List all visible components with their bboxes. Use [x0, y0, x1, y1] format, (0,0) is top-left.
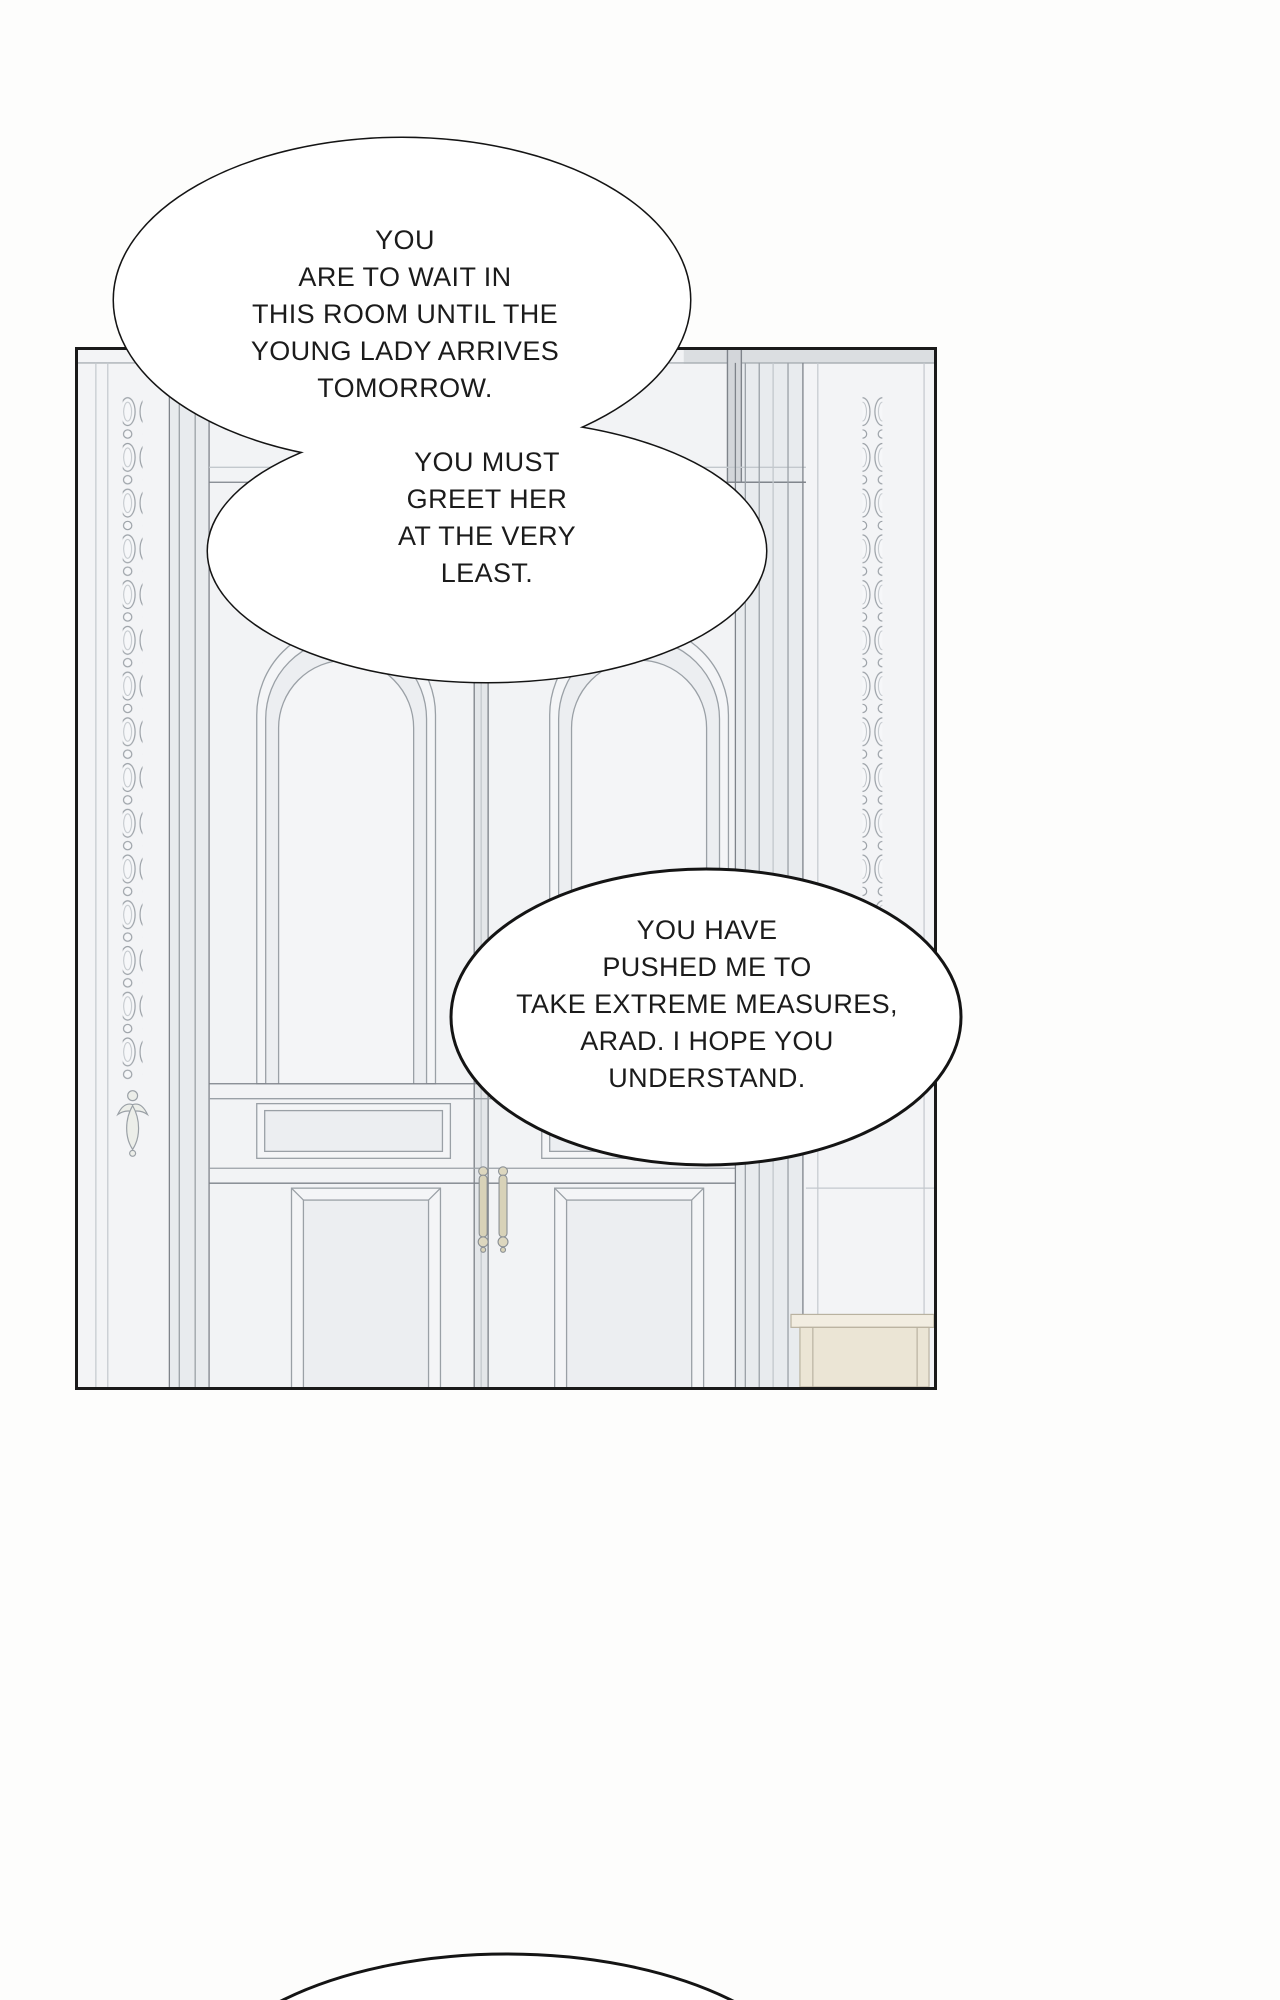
- speech-line: YOU: [375, 225, 435, 255]
- speech-line: UNDERSTAND.: [608, 1063, 806, 1093]
- speech-line: LEAST.: [440, 558, 534, 588]
- speech-line: YOUNG LADY ARRIVES: [250, 336, 560, 366]
- speech-bubble-3-text: YOU HAVE PUSHED ME TO TAKE EXTREME MEASU…: [462, 912, 952, 1097]
- right-pillar: [805, 362, 934, 1387]
- speech-line: TOMORROW.: [317, 373, 493, 403]
- speech-bubble-3: [449, 867, 963, 1167]
- bubble-2-fill: [208, 420, 766, 682]
- door-handles: [477, 1166, 509, 1253]
- speech-line: ARE TO WAIT IN: [298, 262, 512, 292]
- speech-line: TAKE EXTREME MEASURES,: [516, 989, 898, 1019]
- speech-line: AT THE VERY: [398, 521, 576, 551]
- bubble-4-outline: [279, 1952, 735, 2000]
- speech-line: YOU HAVE: [636, 915, 778, 945]
- door-casing-left: [168, 362, 210, 1387]
- ornament-chain-right: [862, 395, 883, 1037]
- speech-bubble-joined: [112, 136, 768, 684]
- pendant-ornament: [116, 1090, 149, 1157]
- speech-line: PUSHED ME TO: [602, 952, 812, 982]
- bubble-1-fill: [114, 138, 690, 462]
- bubble-3-outline: [449, 867, 963, 1167]
- speech-line: ARAD. I HOPE YOU: [580, 1026, 834, 1056]
- side-table: [790, 1313, 934, 1387]
- left-pillar: [95, 362, 149, 1387]
- speech-bubble-partial: [279, 1952, 735, 2000]
- speech-line: YOU MUST: [414, 447, 560, 477]
- ornament-chain-left: [122, 395, 143, 1082]
- speech-bubble-2-text: YOU MUST GREET HER AT THE VERY LEAST.: [272, 444, 702, 592]
- speech-line: THIS ROOM UNTIL THE: [251, 299, 559, 329]
- speech-bubble-1-text: YOU ARE TO WAIT IN THIS ROOM UNTIL THE Y…: [170, 222, 640, 407]
- speech-line: GREET HER: [406, 484, 568, 514]
